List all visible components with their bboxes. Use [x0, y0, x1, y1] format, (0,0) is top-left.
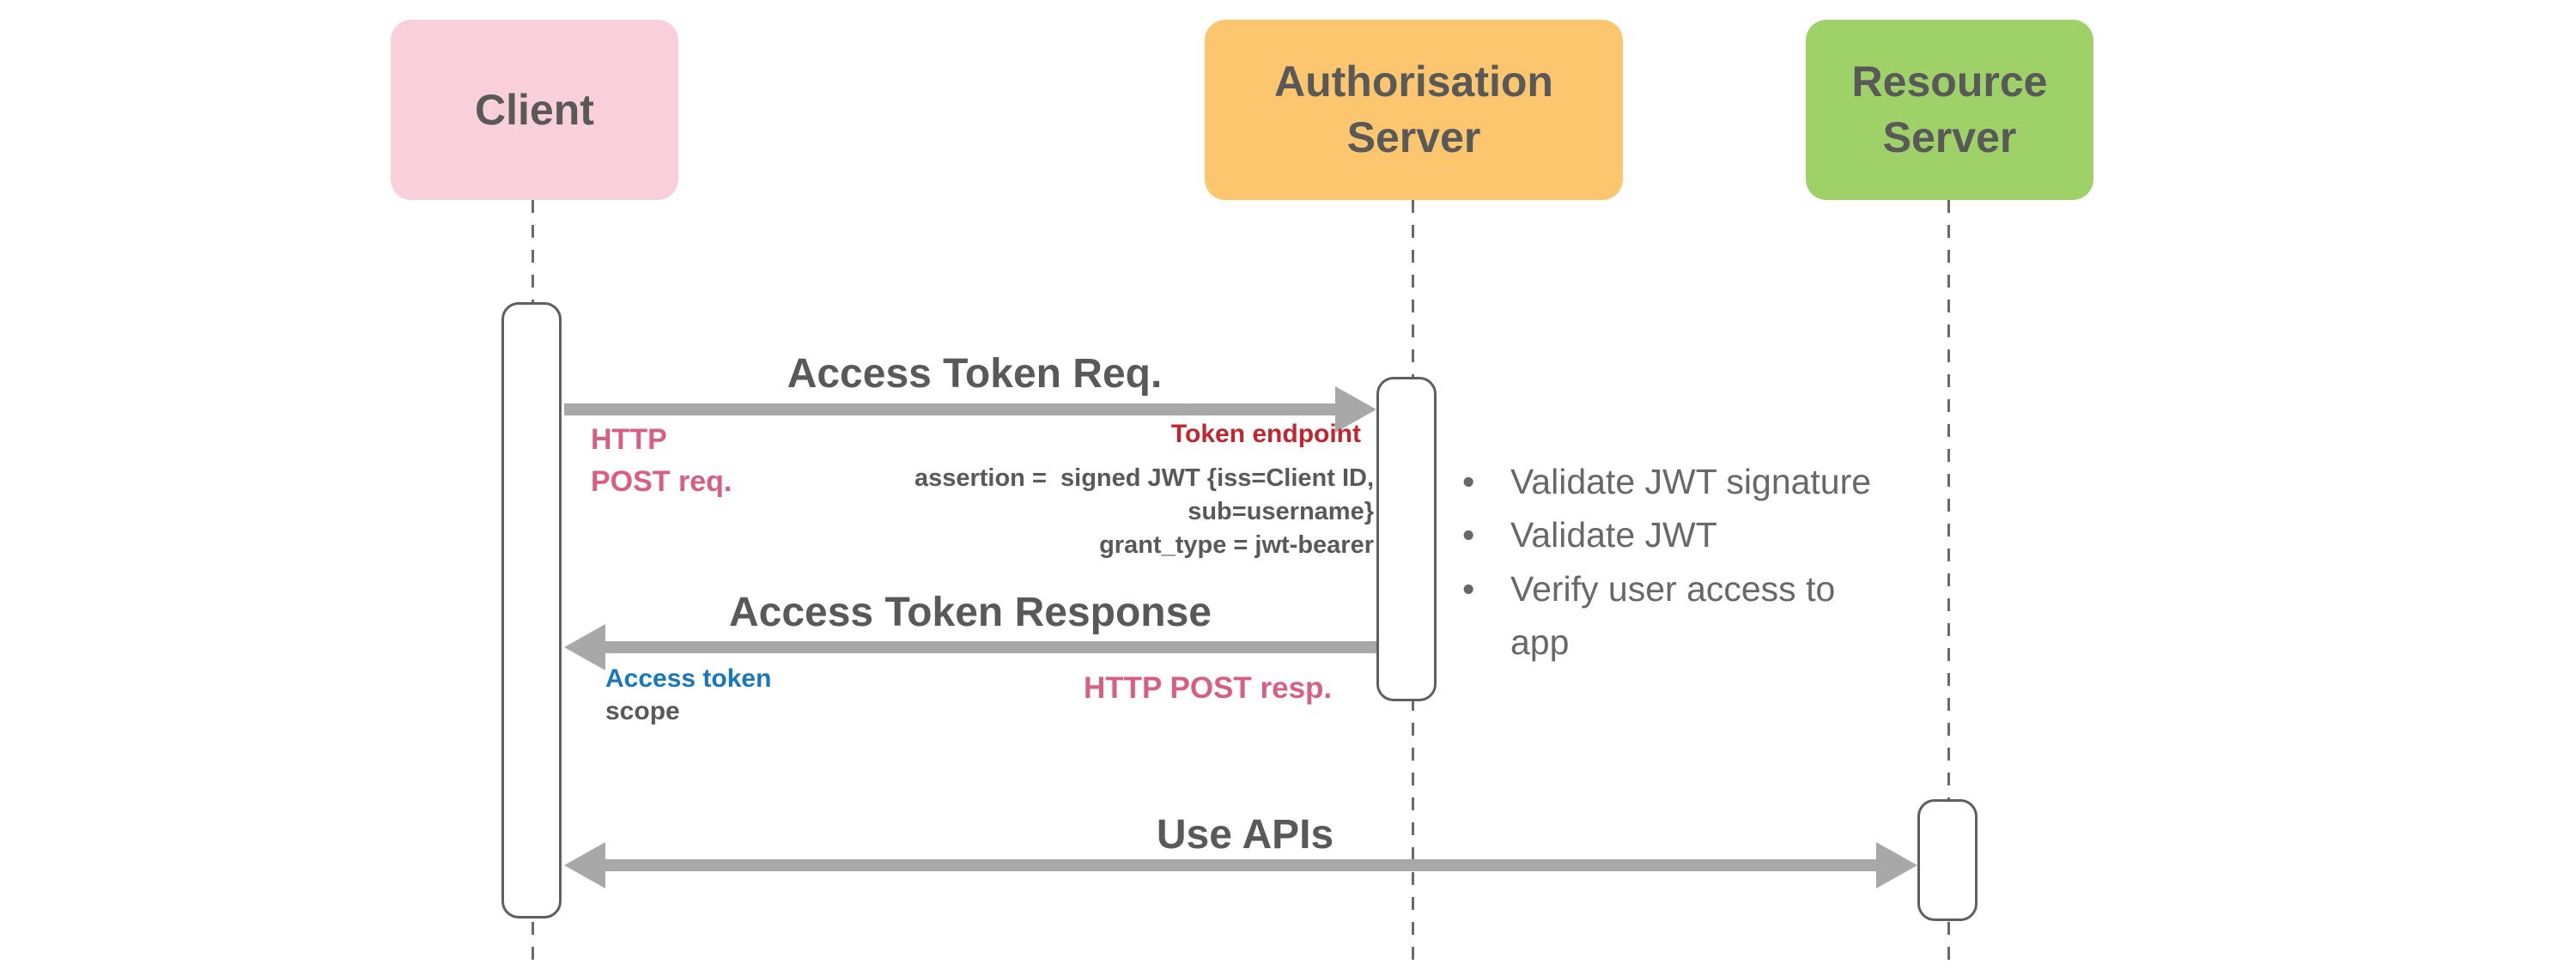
access-token-request-arrowhead-icon: [1335, 386, 1376, 433]
task-validate-jwt-signature: Validate JWT signature: [1462, 455, 1896, 509]
task-verify-user-access: Verify user access to app: [1462, 562, 1896, 670]
resource-server-activation-bar: [1917, 799, 1978, 921]
access-token-request-title: Access Token Req.: [787, 351, 1163, 397]
scope-note: scope: [605, 697, 680, 725]
http-post-response-note: HTTP POST resp.: [1084, 671, 1333, 705]
access-token-response-arrowhead-icon: [564, 624, 605, 670]
access-token-response-arrow: [605, 641, 1376, 653]
authorisation-server-task-list: Validate JWT signature Validate JWT Veri…: [1462, 455, 1896, 669]
client-activation-bar: [501, 302, 562, 918]
resource-server-lifeline: [1947, 200, 1950, 968]
http-post-request-note: HTTP POST req.: [591, 419, 732, 504]
participant-client: Client: [391, 20, 678, 200]
request-parameter-sub: sub=username}: [1188, 497, 1374, 525]
http-post-request-note-line1: HTTP: [591, 423, 667, 456]
use-apis-arrow: [605, 859, 1876, 871]
task-validate-jwt: Validate JWT: [1462, 508, 1896, 562]
token-endpoint-label: Token endpoint: [1170, 420, 1361, 448]
participant-authorisation-server: Authorisation Server: [1205, 20, 1623, 200]
participant-resource-server: Resource Server: [1806, 20, 2093, 200]
participant-resource-server-label: Resource Server: [1851, 58, 2048, 161]
use-apis-left-arrowhead-icon: [564, 842, 605, 888]
access-token-response-title: Access Token Response: [728, 590, 1212, 635]
access-token-note: Access token: [605, 664, 772, 693]
request-parameter-assertion: assertion = signed JWT {iss=Client ID,: [914, 464, 1374, 492]
authorisation-server-activation-bar: [1376, 377, 1437, 701]
participant-authorisation-server-label: Authorisation Server: [1274, 58, 1553, 161]
http-post-request-note-line2: POST req.: [591, 465, 732, 499]
participant-client-label: Client: [475, 85, 594, 134]
use-apis-title: Use APIs: [1156, 812, 1334, 858]
request-parameter-grant-type: grant_type = jwt-bearer: [1099, 530, 1374, 559]
request-parameters-note: assertion = signed JWT {iss=Client ID, s…: [773, 462, 1374, 562]
use-apis-right-arrowhead-icon: [1876, 842, 1917, 888]
access-token-request-arrow: [564, 403, 1337, 415]
